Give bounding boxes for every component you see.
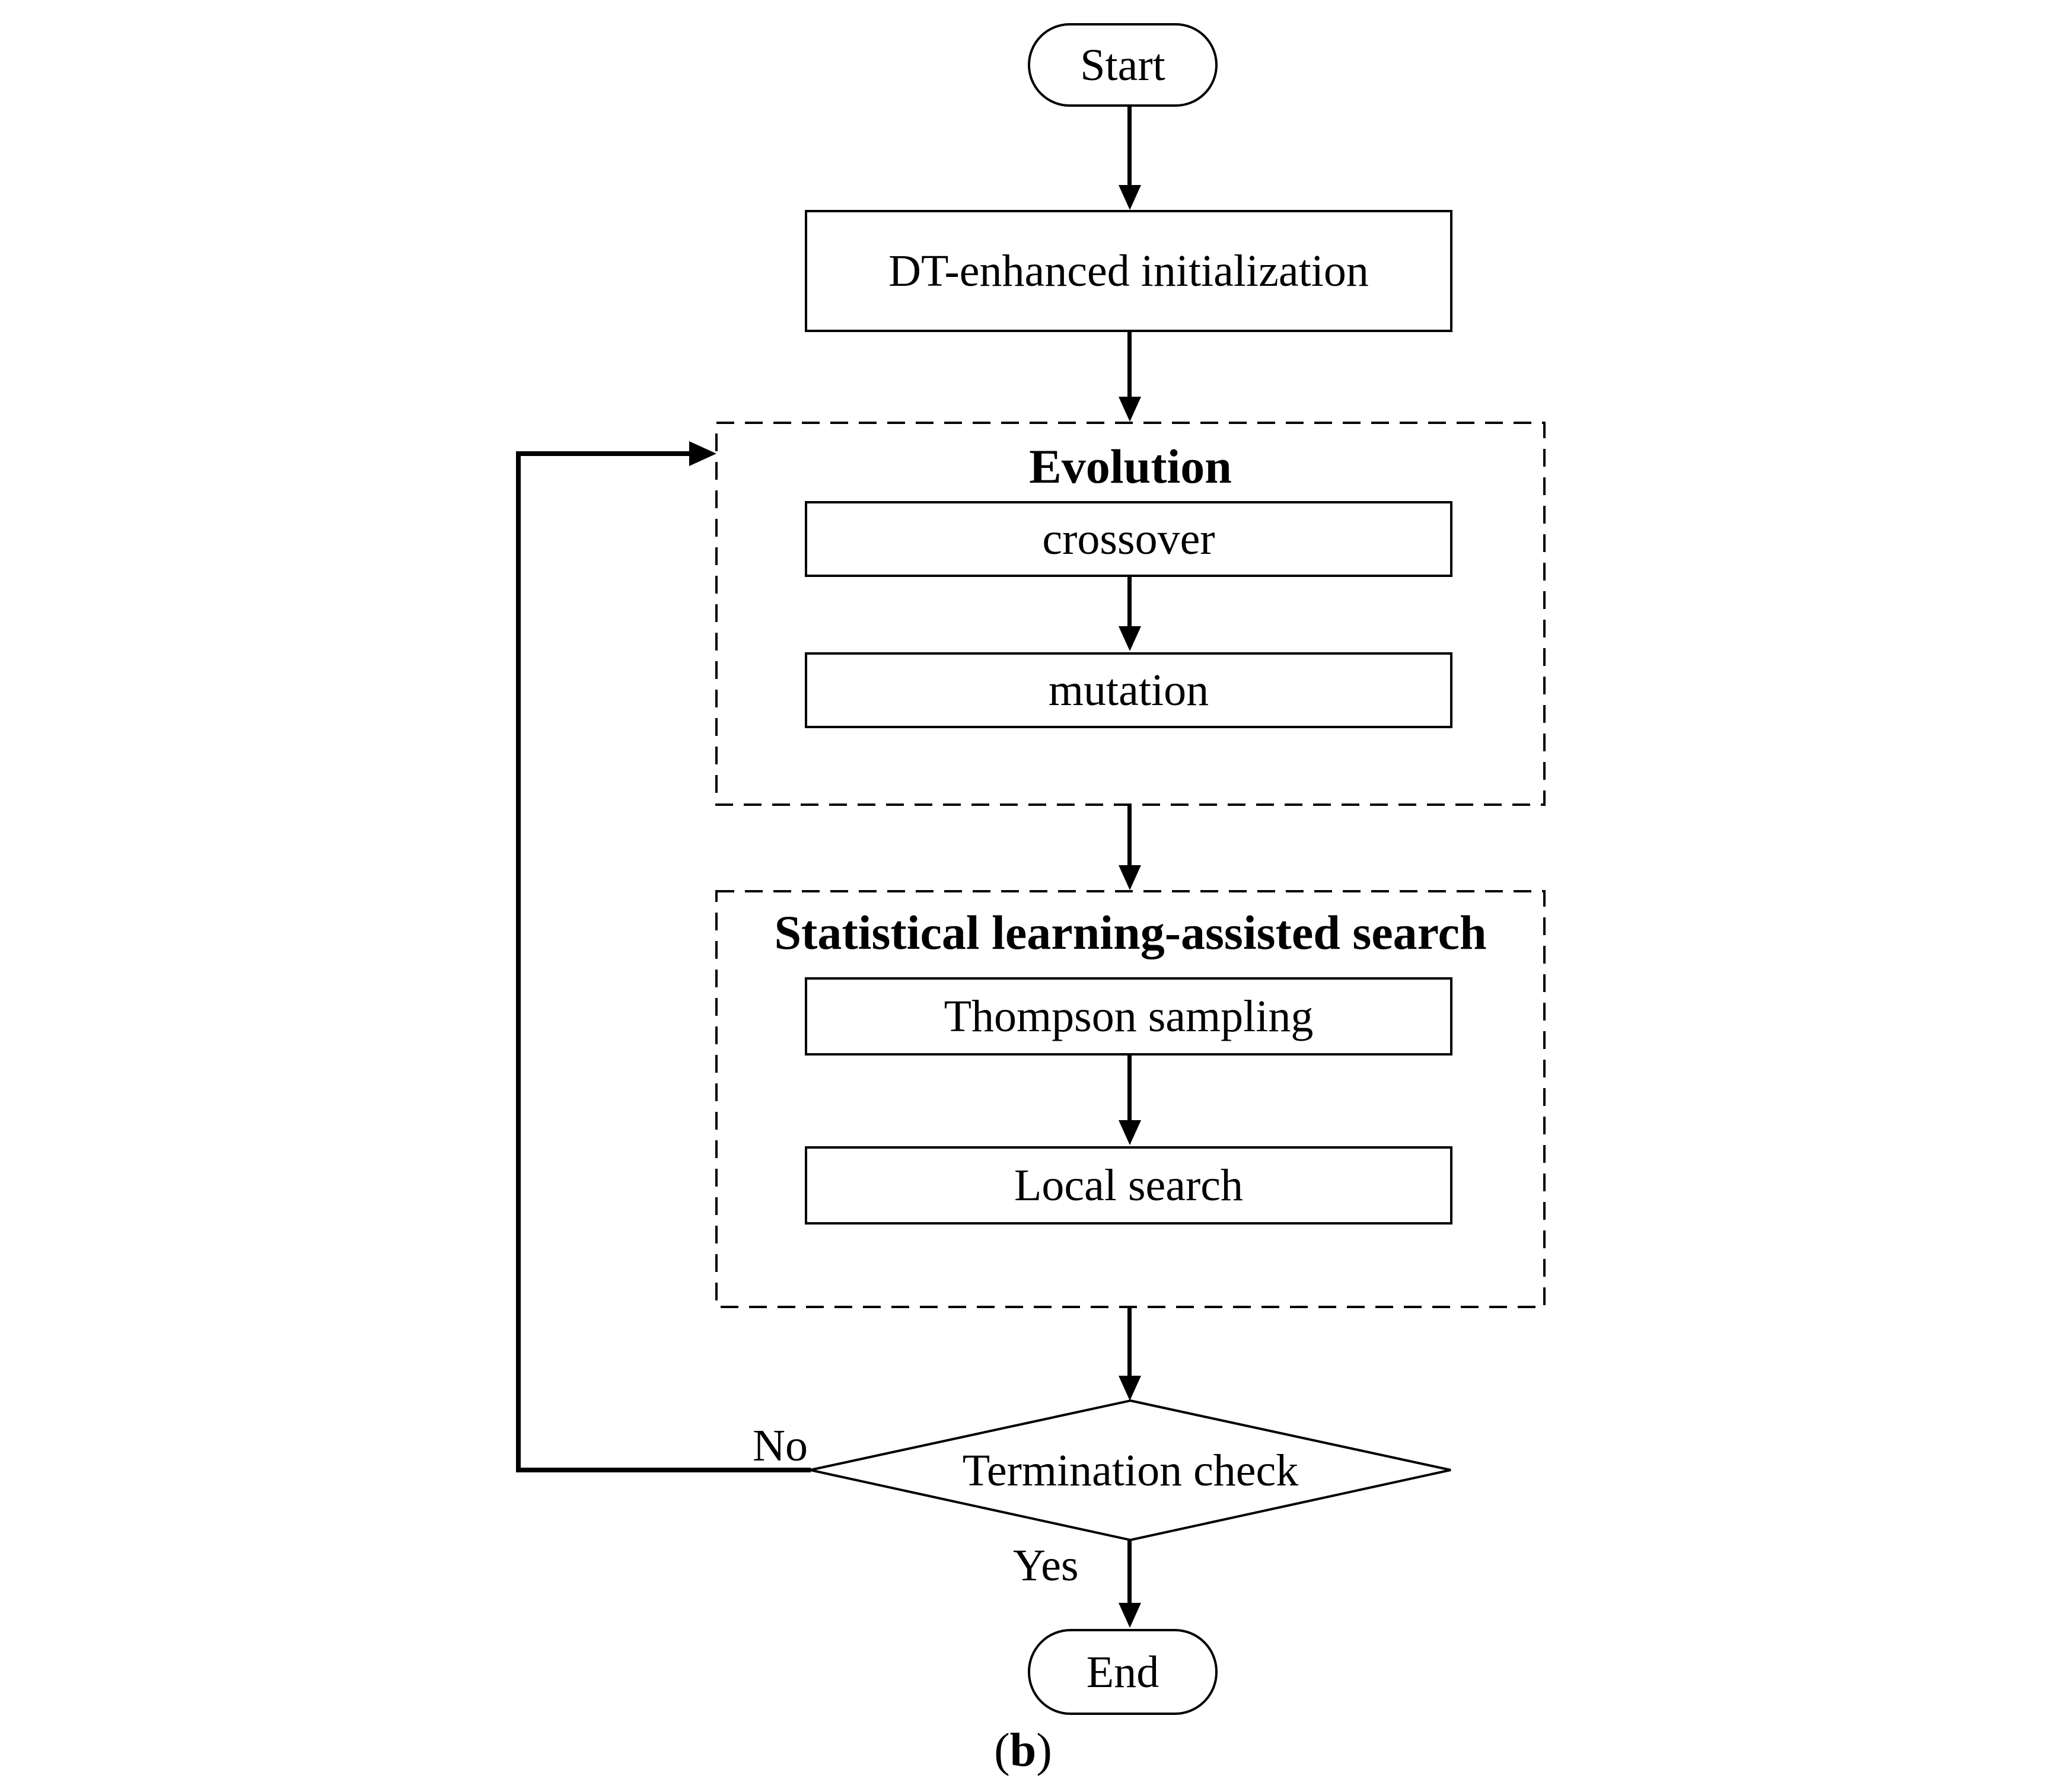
end-node-label: End (1086, 1647, 1159, 1697)
arrow-line (1127, 332, 1132, 400)
mutation-node-label: mutation (1048, 665, 1209, 715)
yes-edge-label: Yes (1013, 1541, 1079, 1590)
termination-node-label: Termination check (962, 1445, 1299, 1496)
figure-caption-suffix: ) (1036, 1724, 1052, 1777)
figure-caption-letter: b (1009, 1724, 1037, 1777)
crossover-node-label: crossover (1042, 514, 1215, 564)
arrow-down-icon (1119, 626, 1141, 651)
arrow-line (1127, 107, 1132, 187)
local-search-node: Local search (805, 1146, 1452, 1225)
arrow-line (1127, 805, 1132, 869)
loop-back-arrowhead-icon (689, 441, 716, 466)
arrow-line (1127, 1056, 1132, 1125)
loop-back-vertical-segment (516, 451, 521, 1472)
arrow-down-icon (1119, 1376, 1141, 1401)
statistical-group-title: Statistical learning-assisted search (774, 905, 1487, 959)
termination-node: Termination check (810, 1401, 1451, 1540)
local-search-node-label: Local search (1014, 1160, 1244, 1210)
thompson-sampling-node: Thompson sampling (805, 977, 1452, 1056)
arrow-down-icon (1119, 1603, 1141, 1628)
arrow-down-icon (1119, 865, 1141, 890)
mutation-node: mutation (805, 652, 1452, 728)
arrow-line (1127, 1540, 1132, 1607)
figure-caption: (b) (937, 1727, 1109, 1774)
arrow-down-icon (1119, 397, 1141, 422)
arrow-line (1127, 1307, 1132, 1379)
end-node: End (1028, 1629, 1218, 1715)
thompson-sampling-node-label: Thompson sampling (944, 991, 1314, 1041)
figure-caption-prefix: ( (994, 1724, 1010, 1777)
arrow-down-icon (1119, 185, 1141, 210)
start-node-label: Start (1080, 40, 1165, 90)
arrow-down-icon (1119, 1120, 1141, 1145)
init-node-label: DT-enhanced initialization (888, 246, 1369, 296)
start-node: Start (1028, 23, 1218, 107)
loop-back-bottom-segment (516, 1468, 811, 1472)
loop-back-top-segment (516, 451, 690, 456)
init-node: DT-enhanced initialization (805, 210, 1452, 332)
crossover-node: crossover (805, 501, 1452, 577)
arrow-line (1127, 577, 1132, 632)
no-edge-label: No (753, 1421, 808, 1471)
evolution-group-title: Evolution (1029, 439, 1232, 493)
